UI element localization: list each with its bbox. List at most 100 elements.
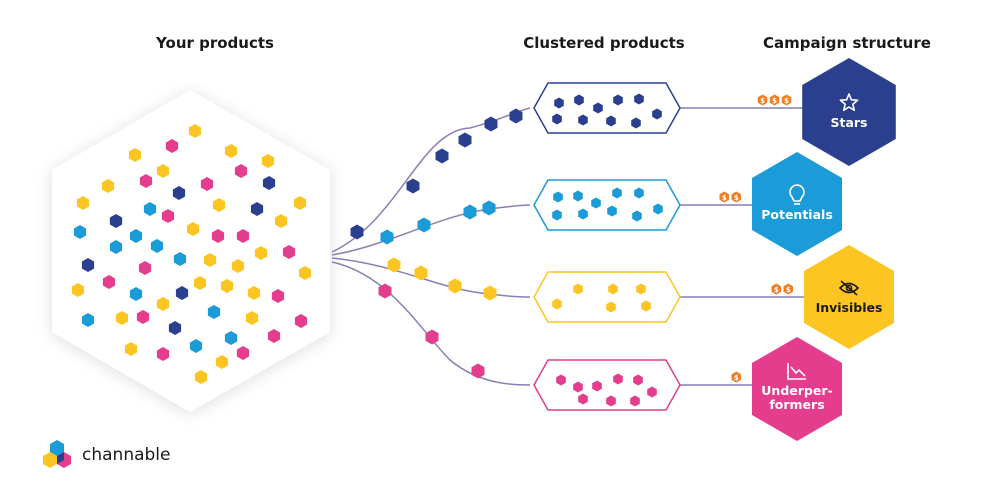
campaign-label-underperformers: formers xyxy=(769,397,824,412)
product-dot xyxy=(194,370,208,384)
cluster-dot xyxy=(552,298,562,310)
product-dot xyxy=(136,310,150,324)
brand-name: channable xyxy=(82,445,171,465)
product-dot xyxy=(188,124,202,138)
product-dot xyxy=(207,305,221,319)
product-dot xyxy=(109,240,123,254)
svg-text:$: $ xyxy=(786,286,791,294)
connector-dot xyxy=(350,224,364,240)
cluster-dot xyxy=(592,380,602,392)
product-dot xyxy=(293,196,307,210)
svg-text:$: $ xyxy=(784,97,789,105)
cluster-dot xyxy=(556,374,566,386)
product-dot xyxy=(234,164,248,178)
cluster-dot xyxy=(574,94,584,106)
product-dot xyxy=(109,214,123,228)
product-dot xyxy=(173,252,187,266)
connector-dot xyxy=(378,283,392,299)
cluster-dot xyxy=(641,300,651,312)
cluster-box-stars xyxy=(533,82,681,134)
cost-badge: $ xyxy=(757,94,768,106)
product-dot xyxy=(224,144,238,158)
cluster-dot xyxy=(632,210,642,222)
cluster-dot xyxy=(578,393,588,405)
connectors xyxy=(331,107,805,386)
cluster-dot xyxy=(653,203,663,215)
star-icon xyxy=(839,93,859,112)
cost-badge: $ xyxy=(769,94,780,106)
product-dot xyxy=(250,202,264,216)
product-dot xyxy=(81,313,95,327)
cluster-dot xyxy=(612,187,622,199)
product-dot xyxy=(236,229,250,243)
cluster-dot xyxy=(631,117,641,129)
heading-clustered-products: Clustered products xyxy=(523,34,685,52)
product-dot xyxy=(150,239,164,253)
connector-dot xyxy=(425,329,439,345)
campaign-label-invisibles: Invisibles xyxy=(816,300,883,315)
product-dot xyxy=(175,286,189,300)
cluster-dot xyxy=(591,197,601,209)
product-dot xyxy=(165,139,179,153)
product-dot xyxy=(76,196,90,210)
cluster-dot xyxy=(552,113,562,125)
product-dot xyxy=(254,246,268,260)
product-dot xyxy=(200,177,214,191)
product-dot xyxy=(267,329,281,343)
product-dot xyxy=(262,176,276,190)
product-dot xyxy=(189,339,203,353)
cluster-dot xyxy=(633,374,643,386)
product-dot xyxy=(294,314,308,328)
product-dot xyxy=(271,289,285,303)
product-dot xyxy=(231,259,245,273)
cluster-boxes xyxy=(533,82,681,411)
cluster-dot xyxy=(573,190,583,202)
product-dot xyxy=(102,275,116,289)
cluster-dot xyxy=(613,94,623,106)
campaign-hex-potentials: Potentials$$ xyxy=(719,152,842,256)
product-dot xyxy=(245,311,259,325)
eye-off-icon xyxy=(838,280,860,296)
cluster-dot xyxy=(634,93,644,105)
svg-text:$: $ xyxy=(772,97,777,105)
brand: channable xyxy=(40,438,170,472)
connector-dot xyxy=(483,285,497,301)
product-dot xyxy=(101,179,115,193)
product-dot xyxy=(282,245,296,259)
product-dot xyxy=(71,283,85,297)
product-dot xyxy=(139,174,153,188)
campaign-hex-stars: Stars $ $ $ xyxy=(757,58,896,166)
campaign-label-stars: Stars xyxy=(830,115,867,130)
product-dot xyxy=(236,346,250,360)
connector-dot xyxy=(414,265,428,281)
cluster-dot xyxy=(593,102,603,114)
product-dot xyxy=(224,331,238,345)
connector-dot xyxy=(458,132,472,148)
product-dot xyxy=(203,253,217,267)
svg-text:$: $ xyxy=(774,286,779,294)
product-dot xyxy=(261,154,275,168)
product-dot xyxy=(220,279,234,293)
cluster-dot xyxy=(647,386,657,398)
svg-text:$: $ xyxy=(734,194,739,202)
cluster-dot xyxy=(634,187,644,199)
product-dot xyxy=(124,342,138,356)
cost-badge: $ xyxy=(783,283,793,295)
connector-dot xyxy=(417,217,431,233)
product-dot xyxy=(156,297,170,311)
cost-badge: $ xyxy=(719,191,729,203)
cost-badge: $ xyxy=(731,371,741,383)
product-dot xyxy=(298,266,312,280)
product-dot xyxy=(211,229,225,243)
product-dot xyxy=(274,214,288,228)
connector-dot xyxy=(435,148,449,164)
cluster-dot xyxy=(606,395,616,407)
channable-logo-icon xyxy=(43,440,71,468)
product-dot xyxy=(73,225,87,239)
heading-campaign-structure: Campaign structure xyxy=(763,34,931,52)
svg-text:$: $ xyxy=(722,194,727,202)
cluster-dot xyxy=(607,205,617,217)
cluster-dot xyxy=(606,301,616,313)
connector-underperformers xyxy=(331,261,531,386)
